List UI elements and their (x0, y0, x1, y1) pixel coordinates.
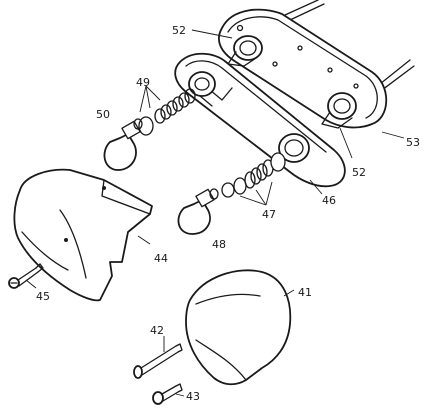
leader-lines (25, 29, 405, 397)
callout-43: 43 (186, 390, 200, 403)
callout-52-bottom: 52 (352, 166, 366, 179)
upper-lens-cover (13, 168, 153, 302)
rear-bulb-holder-top (227, 35, 263, 67)
spring-washer-set-top (138, 88, 196, 136)
screw-42 (133, 343, 183, 379)
callout-48: 48 (212, 238, 226, 251)
callout-46: 46 (322, 194, 336, 207)
callout-53: 53 (406, 136, 420, 149)
spring-washer-set-bottom (221, 152, 286, 198)
bulb-bottom (177, 188, 219, 235)
callout-52-top: 52 (172, 24, 186, 37)
callout-41: 41 (298, 286, 312, 299)
callout-45: 45 (36, 290, 50, 303)
screw-43 (152, 383, 183, 405)
callout-44: 44 (154, 252, 168, 265)
lower-lens-cover (185, 269, 292, 386)
front-bulb-socket-bottom (278, 133, 310, 163)
front-bulb-socket-top (188, 71, 216, 97)
rear-bulb-holder-bottom (321, 92, 357, 129)
callout-50: 50 (96, 108, 110, 121)
callout-47: 47 (262, 208, 276, 221)
screw-45 (8, 263, 44, 289)
callout-49: 49 (136, 76, 150, 89)
callout-labels: 52 53 52 49 50 46 47 48 44 45 41 42 43 (36, 24, 420, 403)
bulb-top (103, 118, 143, 171)
callout-42: 42 (150, 324, 164, 337)
